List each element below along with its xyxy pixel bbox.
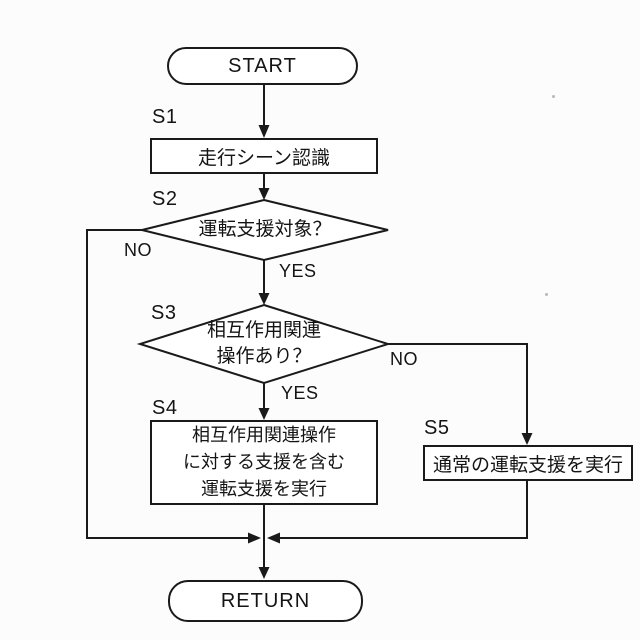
- branch-label-s3-no: NO: [390, 349, 418, 369]
- branch-label-s2-yes: YES: [279, 261, 317, 281]
- arrowhead-into-s1: [258, 125, 270, 138]
- decision-s3-shape: [136, 303, 392, 385]
- scan-speckle: [552, 95, 555, 98]
- decision-s3-label: 相互作用関連 操作あり？: [164, 318, 364, 370]
- decision-s3-line1: 相互作用関連: [206, 320, 321, 341]
- step-label-s1: S1: [152, 106, 178, 128]
- branch-label-s2-no: NO: [124, 240, 152, 260]
- node-s1-process: 走行シーン認識: [150, 138, 378, 174]
- edge-s5-merge: [279, 481, 528, 539]
- s4-label-line1: 相互作用関連操作: [192, 425, 336, 445]
- s1-label: 走行シーン認識: [197, 147, 331, 169]
- arrowhead-into-s2: [258, 188, 270, 200]
- arrowhead-merge-right: [267, 532, 280, 544]
- start-label: START: [228, 54, 297, 77]
- s5-label: 通常の運転支援を実行: [432, 454, 623, 476]
- node-s4-process: 相互作用関連操作 に対する支援を含む 運転支援を実行: [150, 420, 378, 505]
- branch-label-s3-yes: YES: [281, 383, 319, 403]
- arrowhead-into-s3: [258, 293, 270, 305]
- step-label-s4: S4: [152, 397, 178, 419]
- scan-speckle: [545, 293, 548, 296]
- arrowhead-into-s5: [521, 433, 533, 445]
- s4-label-line3: 運転支援を実行: [201, 479, 327, 499]
- arrowhead-merge-left: [248, 532, 261, 544]
- step-label-s3: S3: [151, 302, 177, 324]
- decision-s2-label: 運転支援対象？: [198, 219, 332, 240]
- edge-s2-no-merge: [86, 229, 249, 539]
- node-start: START: [167, 47, 358, 85]
- arrowhead-into-return: [258, 567, 270, 579]
- decision-s3-line2: 操作あり？: [216, 346, 312, 367]
- decision-s2-shape: [141, 198, 389, 262]
- arrowhead-into-s4: [258, 408, 270, 420]
- node-return: RETURN: [168, 580, 363, 622]
- step-label-s5: S5: [424, 417, 450, 439]
- edge-s3-no-s5: [388, 343, 528, 434]
- step-label-s2: S2: [152, 188, 178, 210]
- s4-label-line2: に対する支援を含む: [183, 452, 345, 472]
- return-label: RETURN: [220, 589, 311, 612]
- node-s5-process: 通常の運転支援を実行: [423, 445, 633, 481]
